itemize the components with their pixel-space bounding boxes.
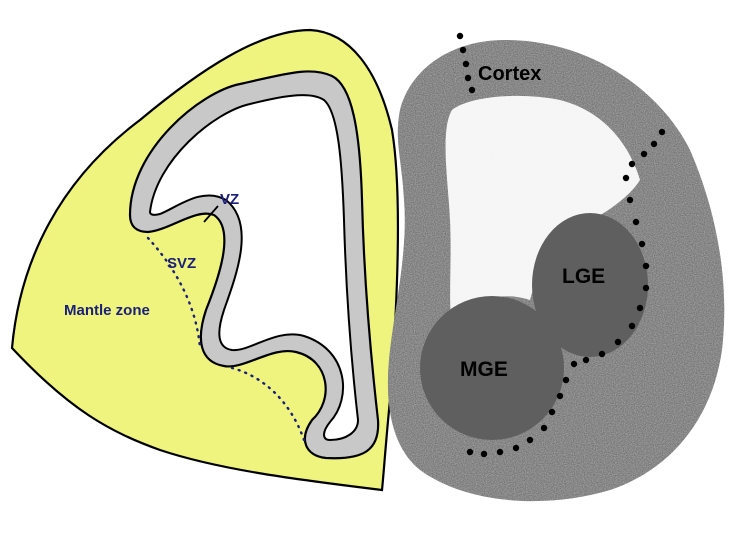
left-schematic: VZ SVZ Mantle zone <box>12 30 398 490</box>
right-section: Cortex LGE MGE <box>388 33 724 501</box>
svz-label: SVZ <box>167 255 196 272</box>
lge-label: LGE <box>562 265 605 288</box>
mantle-zone-label: Mantle zone <box>64 302 150 319</box>
vz-label: VZ <box>220 191 239 208</box>
cortex-label: Cortex <box>478 63 541 85</box>
mge-label: MGE <box>460 358 508 381</box>
